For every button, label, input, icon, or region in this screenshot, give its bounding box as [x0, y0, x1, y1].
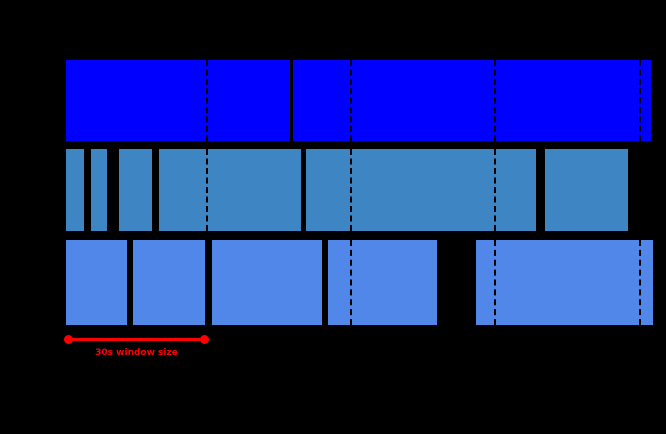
annotation-label: 30s window size	[95, 348, 178, 358]
timeline-track	[0, 149, 666, 231]
timeline-segment[interactable]	[306, 149, 536, 231]
timeline-segment[interactable]	[66, 149, 84, 231]
annotation-line	[68, 338, 205, 341]
timeline-segment[interactable]	[91, 149, 107, 231]
timeline-track	[0, 60, 666, 141]
timeline-segment[interactable]	[293, 60, 651, 141]
timeline-segment[interactable]	[66, 240, 127, 325]
timeline-segment[interactable]	[119, 149, 152, 231]
annotation-start-marker	[64, 335, 73, 344]
timeline-segment[interactable]	[159, 149, 301, 231]
timeline-segment[interactable]	[476, 240, 653, 325]
timeline-segment[interactable]	[66, 60, 290, 141]
timeline-track	[0, 240, 666, 325]
timeline-segment[interactable]	[133, 240, 205, 325]
timeline-segment[interactable]	[545, 149, 628, 231]
timeline-segment[interactable]	[328, 240, 437, 325]
timeline-segment[interactable]	[212, 240, 322, 325]
annotation-end-marker	[200, 335, 209, 344]
